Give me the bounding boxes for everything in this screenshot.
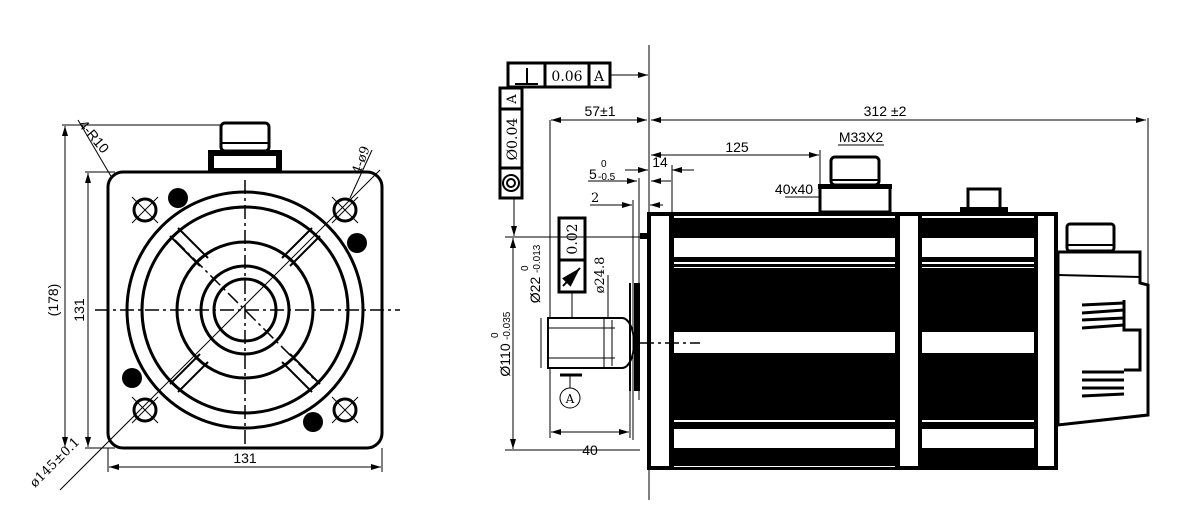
runout-icon bbox=[561, 267, 581, 287]
encoder-connector bbox=[960, 187, 1008, 212]
dim-height-total: (178) bbox=[45, 284, 61, 317]
dim-shaft-len: 57±1 bbox=[584, 103, 615, 119]
tol-frame-runout: 0.02 bbox=[557, 216, 587, 318]
flange-lip bbox=[634, 283, 640, 391]
dim-radius: 4-R10 bbox=[76, 117, 113, 157]
tol-runout-value: 0.02 bbox=[565, 223, 581, 254]
dim-pilot-dia: Ø110 bbox=[497, 343, 513, 376]
tol-perp-datum: A bbox=[593, 69, 605, 85]
dim-14: 14 bbox=[652, 154, 668, 170]
encoder-cover bbox=[1056, 222, 1150, 427]
dim-pcd: ø145±0.1 bbox=[27, 435, 83, 491]
dim-key-len: 40 bbox=[582, 442, 598, 458]
dim-5-lower: -0.5 bbox=[598, 172, 616, 183]
tol-perp-value: 0.06 bbox=[551, 69, 582, 85]
dim-pilot-lower: -0.035 bbox=[502, 311, 513, 340]
tol-frame-concentricity: A Ø0.04 bbox=[498, 86, 524, 236]
tol-conc-datum: A bbox=[505, 94, 520, 105]
dim-2: 2 bbox=[591, 191, 599, 206]
body-stripes bbox=[674, 216, 1034, 467]
shaft bbox=[547, 317, 635, 369]
dim-shaft-dia: Ø22 bbox=[527, 277, 543, 304]
dim-5: 5 bbox=[589, 166, 597, 182]
tol-conc-value: Ø0.04 bbox=[505, 118, 521, 161]
dim-total-len: 312 ±2 bbox=[864, 103, 907, 119]
datum-a-symbol bbox=[559, 387, 581, 409]
top-connector bbox=[208, 121, 282, 172]
datum-label: A bbox=[565, 392, 575, 406]
dim-248: ø24.8 bbox=[593, 257, 608, 294]
dim-shaft-upper: 0 bbox=[520, 265, 531, 271]
dim-connector-size: 40x40 bbox=[775, 181, 813, 197]
front-view: (178) 131 131 4-R10 4-ø9 ø145±0.1 bbox=[27, 117, 400, 491]
dim-width: 131 bbox=[233, 450, 257, 466]
dim-connector-pos: 125 bbox=[725, 139, 749, 155]
dim-5-upper: 0 bbox=[601, 159, 607, 170]
tol-frame-perpendicularity: 0.06 A bbox=[506, 61, 648, 89]
bolts bbox=[122, 188, 367, 432]
power-connector bbox=[818, 155, 892, 214]
side-view: A 0.06 A A Ø0.04 0.02 bbox=[490, 45, 1150, 500]
dim-height: 131 bbox=[71, 298, 87, 322]
dim-thread: M33X2 bbox=[839, 129, 884, 145]
mount-holes bbox=[131, 196, 359, 424]
dim-shaft-lower: -0.013 bbox=[532, 244, 543, 273]
concentricity-icon bbox=[502, 174, 520, 192]
dim-pilot-upper: 0 bbox=[490, 332, 501, 338]
